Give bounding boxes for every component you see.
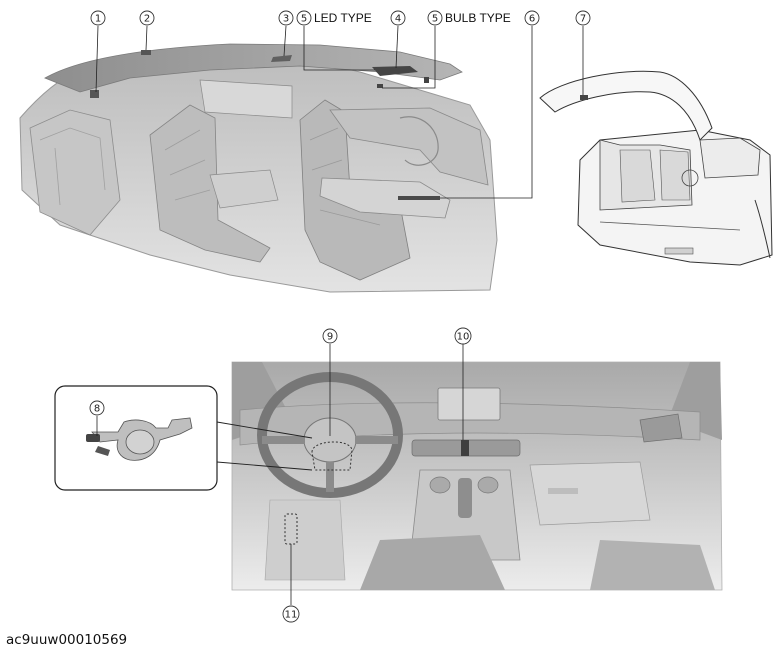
combination-switch-inset (54, 385, 218, 491)
rear-liftgate-illustration (539, 26, 773, 266)
callout-8: 8 (89, 400, 105, 416)
leader-lines-upper (95, 25, 533, 199)
open-liftgate (539, 70, 713, 141)
third-row-seat (29, 109, 121, 236)
callout-7: 7 (575, 10, 591, 26)
callout-3: 3 (278, 10, 294, 26)
svg-text:4: 4 (395, 14, 401, 25)
svg-text:1: 1 (95, 14, 101, 25)
callout-11: 11 (282, 605, 300, 623)
bulb-type-label: BULB TYPE (445, 11, 511, 25)
steering-column-outline (311, 441, 353, 471)
led-type-label: LED TYPE (314, 11, 372, 25)
callout-2: 2 (139, 10, 155, 26)
callout-10: 10 (454, 327, 472, 345)
callout-4: 4 (390, 10, 406, 26)
front-dashboard (329, 107, 489, 186)
overhead-console (372, 66, 418, 76)
footwell-light-outline (284, 513, 298, 545)
roof-panel (44, 43, 463, 93)
svg-text:2: 2 (144, 14, 150, 25)
dashboard-illustration (216, 344, 723, 605)
liftgate-light (580, 95, 588, 100)
svg-text:10: 10 (457, 332, 470, 343)
svg-text:9: 9 (327, 332, 333, 343)
callout-5-bulb: 5 (427, 10, 443, 26)
center-display (437, 387, 501, 421)
callout-markers: 1 2 3 5 LED TYPE 4 5 BULB TYPE 6 7 9 10 … (89, 10, 591, 623)
callout-5-led: 5 (296, 10, 312, 26)
ambient-light-strip (398, 196, 440, 200)
svg-text:11: 11 (285, 610, 298, 621)
svg-text:5: 5 (301, 14, 307, 25)
rear-window (199, 79, 293, 119)
cargo-light (141, 50, 151, 55)
second-row-seat (149, 104, 271, 263)
sunvisor-light (377, 84, 383, 88)
interior-cutaway-illustration (19, 25, 533, 293)
callout-1: 1 (90, 10, 106, 26)
svg-text:5: 5 (432, 14, 438, 25)
svg-text:3: 3 (283, 14, 289, 25)
callout-6: 6 (524, 10, 540, 26)
svg-text:6: 6 (529, 14, 535, 25)
svg-text:8: 8 (94, 404, 100, 415)
dashboard-ambient-light (461, 440, 469, 456)
svg-text:7: 7 (580, 14, 586, 25)
leader-lines-lower (290, 344, 464, 605)
front-seat (299, 99, 411, 281)
rear-map-light (90, 90, 99, 98)
image-code: ac9uuw00010569 (6, 632, 128, 648)
overhead-light (271, 55, 292, 62)
front-console (319, 177, 451, 219)
callout-9: 9 (322, 328, 338, 344)
